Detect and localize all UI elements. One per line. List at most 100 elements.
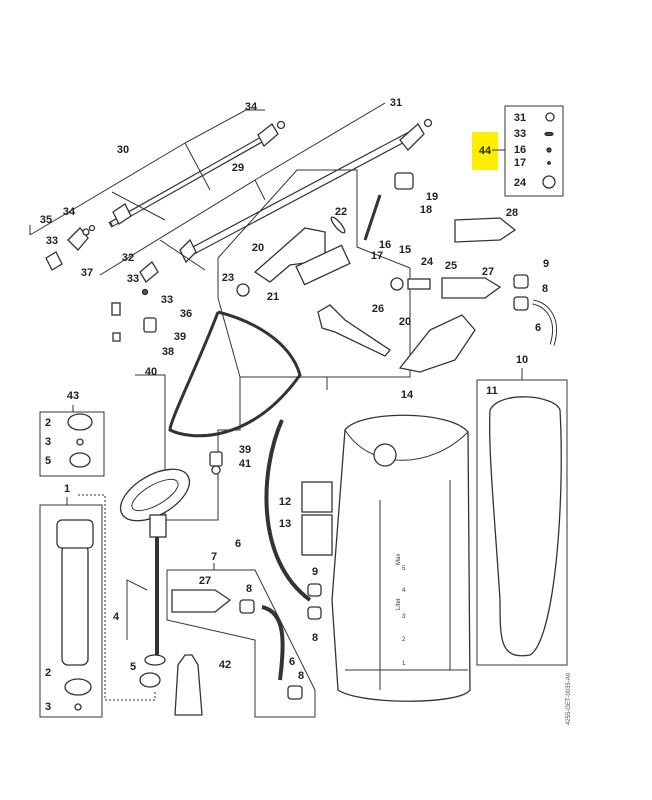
pump-cylinder xyxy=(61,544,89,666)
tank-tick: 2 xyxy=(402,637,406,643)
strap-box-10 xyxy=(476,379,568,666)
nozzle-tip-37 xyxy=(45,251,63,271)
pump-handle xyxy=(119,468,191,522)
callout: 20 xyxy=(399,316,411,328)
label-12 xyxy=(301,481,333,513)
callout: 3 xyxy=(45,701,51,713)
tank-tick: 5 xyxy=(402,566,406,572)
callout: 31 xyxy=(390,97,402,109)
callout: 8 xyxy=(312,632,318,644)
callout: 2 xyxy=(45,417,51,429)
o-ring-21 xyxy=(236,283,250,297)
filter-28 xyxy=(454,217,517,243)
hose-40 xyxy=(168,310,302,438)
tank-max-label: Max xyxy=(396,554,402,565)
bracket-30 xyxy=(29,109,265,236)
callout: 34 xyxy=(63,206,76,218)
callout: 17 xyxy=(514,157,526,169)
tank xyxy=(331,414,471,702)
callout: 25 xyxy=(445,260,457,272)
callout: 27 xyxy=(199,575,211,587)
callout: 8 xyxy=(246,583,252,595)
callout: 29 xyxy=(232,162,244,174)
callout: 40 xyxy=(145,366,157,378)
pump-box-1 xyxy=(39,504,103,718)
hose-6 xyxy=(264,419,312,602)
callout: 8 xyxy=(298,670,304,682)
callouts: 34 31 30 29 44 31 33 16 17 24 19 18 22 2… xyxy=(40,97,549,713)
callout: 36 xyxy=(180,308,192,320)
tank-tick: 1 xyxy=(402,661,406,667)
kit-44-box xyxy=(504,105,564,197)
callout: 9 xyxy=(312,566,318,578)
callout: 9 xyxy=(543,258,549,270)
callout: 11 xyxy=(486,385,498,397)
callout: 32 xyxy=(122,252,134,264)
callout: 24 xyxy=(514,177,527,189)
callout: 33 xyxy=(46,235,58,247)
trigger-26 xyxy=(317,304,391,357)
callout: 7 xyxy=(211,551,217,563)
grease-tube-42 xyxy=(174,654,203,716)
tank-tick: 3 xyxy=(402,614,406,620)
callout: 21 xyxy=(267,291,279,303)
kit-7-box xyxy=(166,569,316,718)
strap-11 xyxy=(489,396,562,657)
callout: 10 xyxy=(516,354,528,366)
callout: 33 xyxy=(161,294,173,306)
callout: 22 xyxy=(335,206,347,218)
callout: 33 xyxy=(127,273,139,285)
callout: 14 xyxy=(401,389,414,401)
spray-lance-30 xyxy=(108,120,286,228)
spray-tube-27 xyxy=(441,277,502,299)
callout: 16 xyxy=(514,144,526,156)
callout: 39 xyxy=(174,331,186,343)
nut-8 xyxy=(513,296,529,311)
callout: 24 xyxy=(421,256,434,268)
valve-body xyxy=(295,244,351,286)
tank-unit-label: Liter xyxy=(396,598,402,610)
callout: 4 xyxy=(113,611,120,623)
callout: 31 xyxy=(514,112,526,124)
callout: 1 xyxy=(64,483,70,495)
callout: 15 xyxy=(399,244,411,256)
callout: 20 xyxy=(252,242,264,254)
callout: 43 xyxy=(67,390,79,402)
callout: 8 xyxy=(542,283,548,295)
callout: 18 xyxy=(420,204,432,216)
filter-25 xyxy=(407,278,431,290)
callout: 28 xyxy=(506,207,518,219)
callout: 6 xyxy=(235,538,241,550)
callout: 34 xyxy=(245,101,258,113)
callout: 5 xyxy=(45,455,51,467)
o-ring-24 xyxy=(390,277,404,291)
callout: 17 xyxy=(371,250,383,262)
callout: 23 xyxy=(222,272,234,284)
callout: 39 xyxy=(239,444,251,456)
callout: 41 xyxy=(239,458,251,470)
grip-20 xyxy=(398,314,476,373)
label-13 xyxy=(301,514,333,556)
callout-44: 44 xyxy=(479,145,492,157)
callout: 6 xyxy=(535,322,541,334)
callout: 2 xyxy=(45,667,51,679)
callout: 26 xyxy=(372,303,384,315)
callout: 35 xyxy=(40,214,52,226)
callout: 42 xyxy=(219,659,231,671)
drawing-code: 4255-GET-0035-A0 xyxy=(566,672,572,725)
callout: 37 xyxy=(81,267,93,279)
callout: 30 xyxy=(117,144,129,156)
callout: 6 xyxy=(289,656,295,668)
kit-44-highlight xyxy=(472,132,498,170)
callout: 5 xyxy=(130,661,136,673)
valve-5 xyxy=(139,672,161,688)
callout: 38 xyxy=(162,346,174,358)
callout: 19 xyxy=(426,191,438,203)
callout: 12 xyxy=(279,496,291,508)
callout: 3 xyxy=(45,436,51,448)
callout: 16 xyxy=(379,239,391,251)
callout: 33 xyxy=(514,128,526,140)
tank-tick: 4 xyxy=(402,588,406,594)
